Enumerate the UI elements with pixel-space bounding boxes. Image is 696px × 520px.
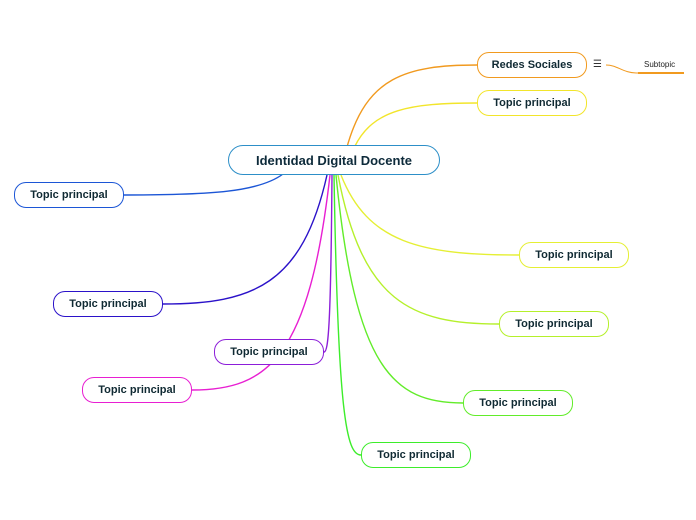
topic-label: Topic principal (479, 397, 557, 409)
topic-node-topic-9[interactable]: Topic principal (14, 182, 124, 208)
topic-node-topic-7[interactable]: Topic principal (82, 377, 192, 403)
topic-node-topic-2[interactable]: Topic principal (519, 242, 629, 268)
connector-topic-9 (123, 173, 284, 196)
topic-node-redes-sociales[interactable]: Redes Sociales (477, 52, 587, 78)
central-topic-label: Identidad Digital Docente (255, 152, 412, 168)
connector-topic-4 (335, 174, 464, 404)
subtopic-underline (638, 72, 684, 74)
connector-topic-6 (323, 174, 333, 353)
notes-icon[interactable]: ☰ (593, 59, 602, 70)
subtopic[interactable]: Subtopic (644, 60, 676, 69)
topic-label: Topic principal (535, 249, 613, 261)
connector-topic-8 (162, 174, 328, 305)
topic-label: Topic principal (377, 449, 455, 461)
connector-subtopic (605, 64, 639, 74)
topic-node-topic-3[interactable]: Topic principal (499, 311, 609, 337)
topic-label: Topic principal (493, 97, 571, 109)
connector-redes-sociales (346, 64, 478, 148)
topic-label: Redes Sociales (491, 59, 573, 71)
topic-node-topic-1[interactable]: Topic principal (477, 90, 587, 116)
topic-label: Topic principal (230, 346, 308, 358)
topic-label: Topic principal (30, 189, 108, 201)
topic-node-topic-8[interactable]: Topic principal (53, 291, 163, 317)
connector-topic-5 (333, 174, 362, 456)
connector-topic-3 (337, 174, 500, 325)
central-topic[interactable]: Identidad Digital Docente (228, 145, 440, 175)
connector-topic-1 (354, 102, 478, 147)
connector-topic-2 (340, 174, 520, 256)
topic-node-topic-4[interactable]: Topic principal (463, 390, 573, 416)
topic-node-topic-5[interactable]: Topic principal (361, 442, 471, 468)
topic-label: Topic principal (69, 298, 147, 310)
topic-label: Topic principal (515, 318, 593, 330)
topic-node-topic-6[interactable]: Topic principal (214, 339, 324, 365)
topic-label: Topic principal (98, 384, 176, 396)
